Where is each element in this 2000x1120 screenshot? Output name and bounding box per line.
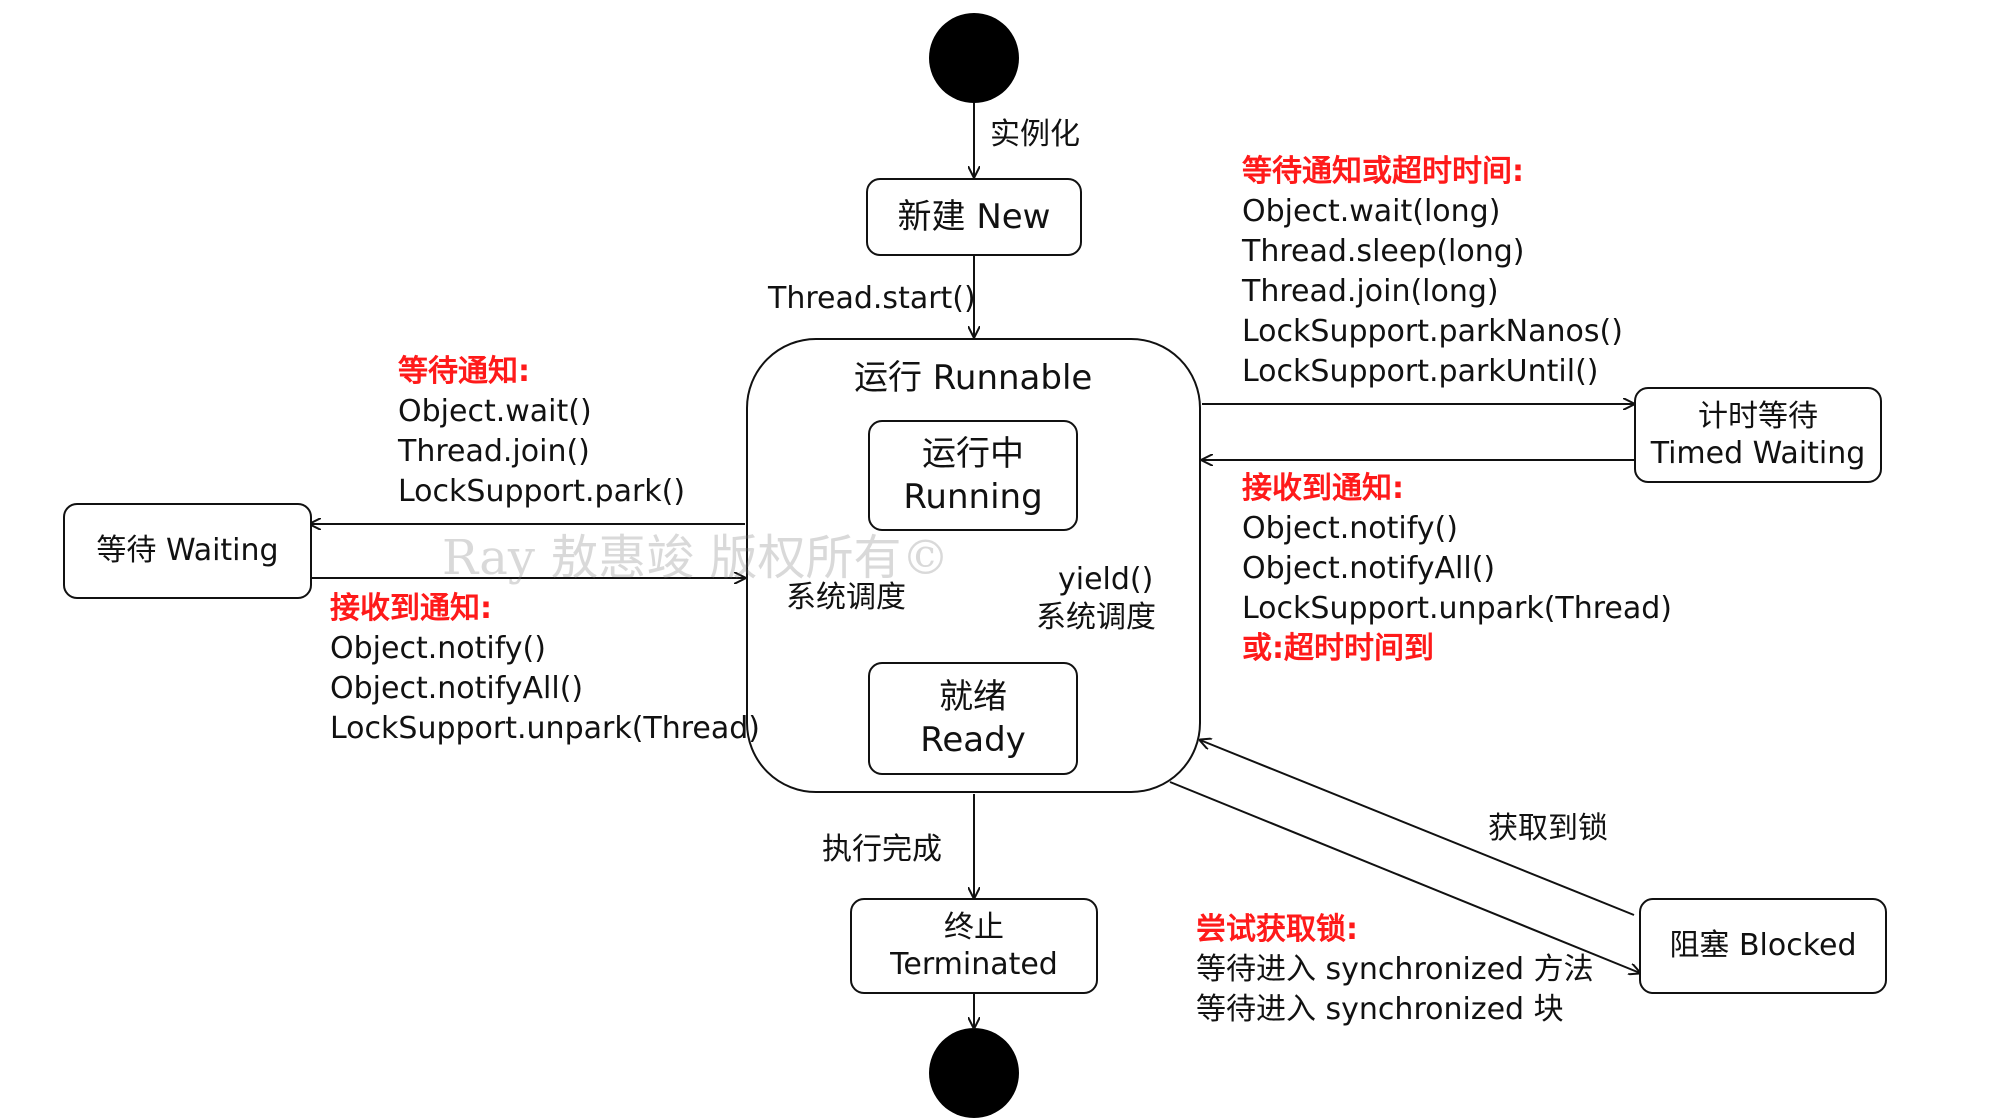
timed-enter-item: Object.wait(long)	[1242, 194, 1501, 229]
label-thread-start: Thread.start()	[768, 281, 976, 316]
timed-enter-notes: 等待通知或超时时间: Object.wait(long) Thread.slee…	[1242, 152, 1623, 392]
timed-exit-item: Object.notifyAll()	[1242, 551, 1496, 586]
waiting-enter-notes: 等待通知: Object.wait() Thread.join() LockSu…	[398, 352, 685, 512]
terminated-label-en: Terminated	[890, 947, 1058, 982]
timed-enter-item: LockSupport.parkUntil()	[1242, 354, 1599, 389]
waiting-exit-title: 接收到通知:	[330, 591, 492, 626]
blocked-enter-item: 等待进入 synchronized 方法	[1196, 952, 1594, 987]
waiting-exit-notes: 接收到通知: Object.notify() Object.notifyAll(…	[330, 589, 760, 749]
waiting-enter-item: Object.wait()	[398, 394, 592, 429]
terminated-label-cn: 终止	[944, 909, 1004, 945]
timed-exit-item: Object.notify()	[1242, 511, 1458, 546]
final-node	[929, 1028, 1019, 1118]
state-waiting: 等待 Waiting	[63, 503, 312, 599]
waiting-label: 等待 Waiting	[96, 533, 279, 569]
initial-node	[929, 13, 1019, 103]
state-running: 运行中 Running	[868, 420, 1078, 531]
ready-label-en: Ready	[920, 719, 1026, 760]
blocked-enter-notes: 尝试获取锁: 等待进入 synchronized 方法 等待进入 synchro…	[1196, 910, 1594, 1030]
timed-enter-item: LockSupport.parkNanos()	[1242, 314, 1623, 349]
runnable-title: 运行 Runnable	[854, 358, 1093, 398]
blocked-enter-title: 尝试获取锁:	[1196, 912, 1358, 947]
arrow-to-blocked	[1169, 781, 1640, 973]
timed-enter-item: Thread.sleep(long)	[1242, 234, 1525, 269]
running-label-cn: 运行中	[922, 434, 1024, 474]
label-yield: yield()	[1058, 562, 1154, 597]
state-new: 新建 New	[866, 178, 1082, 256]
label-yield-sched: 系统调度	[1036, 600, 1156, 635]
timed-enter-title: 等待通知或超时时间:	[1242, 154, 1524, 189]
waiting-exit-item: LockSupport.unpark(Thread)	[330, 711, 761, 746]
state-blocked: 阻塞 Blocked	[1639, 898, 1887, 994]
label-finish: 执行完成	[822, 832, 942, 867]
blocked-enter-item: 等待进入 synchronized 块	[1196, 992, 1564, 1027]
state-new-label: 新建 New	[897, 196, 1051, 237]
timed-exit-title: 接收到通知:	[1242, 471, 1404, 506]
state-terminated: 终止 Terminated	[850, 898, 1098, 994]
state-ready: 就绪 Ready	[868, 662, 1078, 775]
running-label-en: Running	[903, 476, 1043, 517]
waiting-exit-item: Object.notifyAll()	[330, 671, 584, 706]
ready-label-cn: 就绪	[939, 677, 1007, 717]
timed-exit-notes: 接收到通知: Object.notify() Object.notifyAll(…	[1242, 469, 1672, 669]
timed-waiting-label-en: Timed Waiting	[1650, 436, 1866, 471]
waiting-enter-item: LockSupport.park()	[398, 474, 686, 509]
waiting-enter-title: 等待通知:	[398, 354, 530, 389]
timed-enter-item: Thread.join(long)	[1242, 274, 1499, 309]
arrow-from-blocked	[1200, 740, 1635, 916]
blocked-label: 阻塞 Blocked	[1669, 928, 1857, 964]
label-instantiate: 实例化	[990, 117, 1080, 152]
waiting-enter-item: Thread.join()	[398, 434, 590, 469]
waiting-exit-item: Object.notify()	[330, 631, 546, 666]
label-acquired-lock: 获取到锁	[1488, 811, 1608, 846]
timed-exit-item: LockSupport.unpark(Thread)	[1242, 591, 1673, 626]
state-timed-waiting: 计时等待 Timed Waiting	[1634, 387, 1882, 483]
timed-waiting-label-cn: 计时等待	[1698, 398, 1818, 434]
copyright-watermark: Ray 敖惠竣 版权所有©	[442, 530, 950, 586]
label-sched-down: 系统调度	[786, 580, 906, 615]
timed-exit-extra: 或:超时时间到	[1242, 631, 1434, 666]
